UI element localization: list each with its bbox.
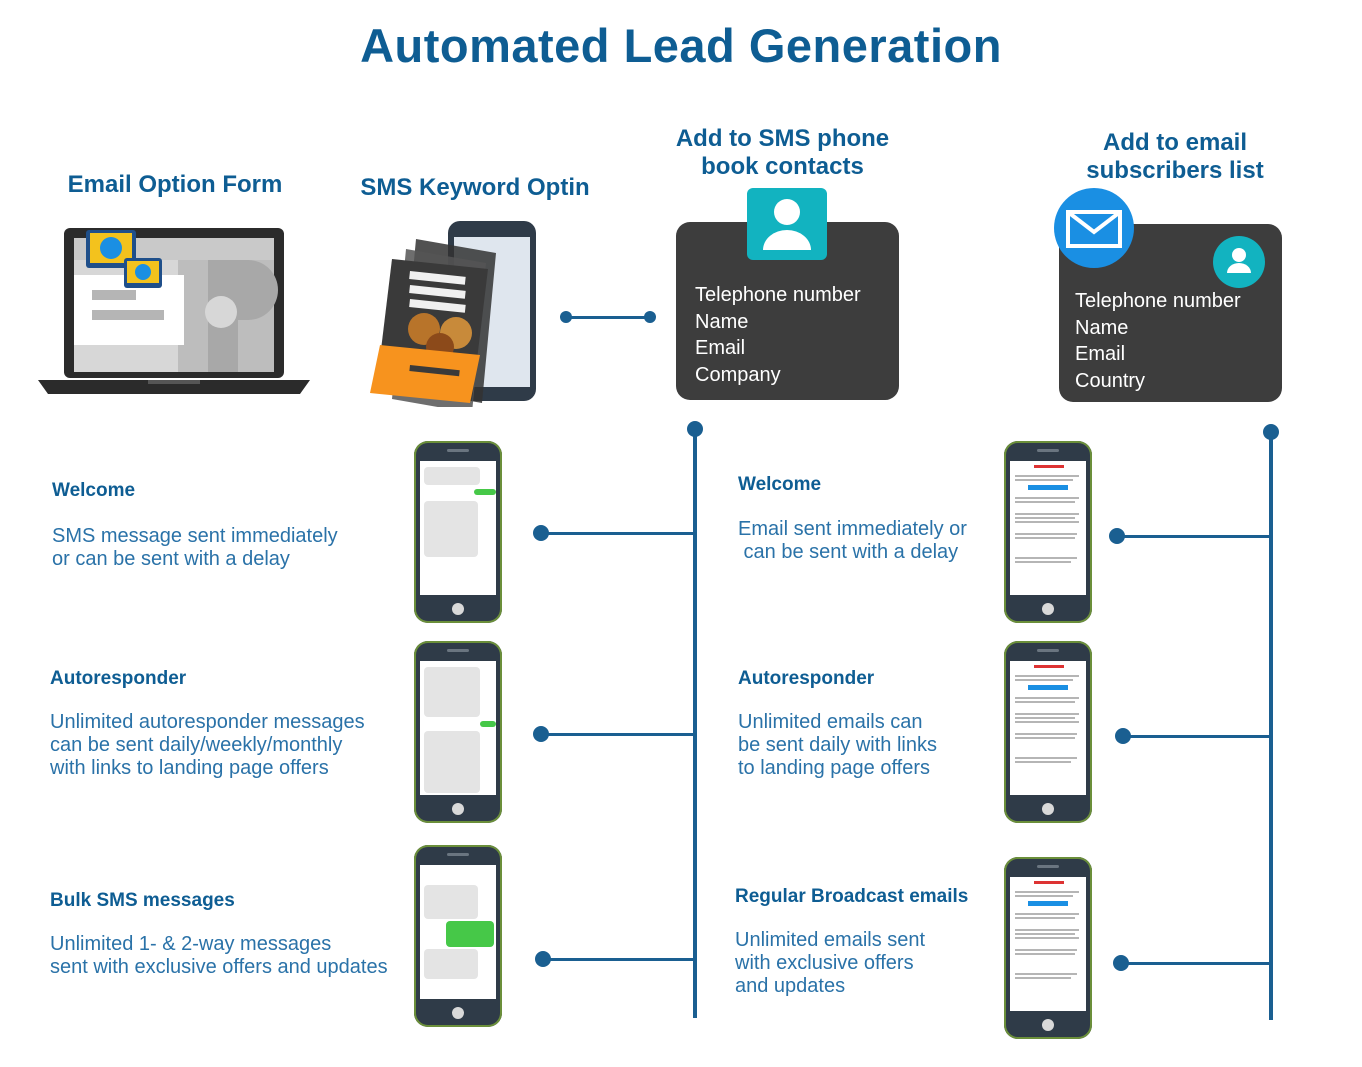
email-step-line-text: and updates	[735, 975, 846, 997]
header-sms-phonebook: Add to SMS phone book contacts	[640, 125, 925, 181]
phone-speaker	[1037, 865, 1059, 868]
email-step-line-text: Email sent immediately or	[738, 518, 967, 540]
laptop-icon	[38, 220, 310, 398]
email-step-heading: Autoresponder	[738, 668, 875, 689]
phone-home-button	[1042, 603, 1054, 615]
email-step-line	[1123, 735, 1271, 738]
connector-line	[566, 316, 654, 319]
sms-step-line-text: or can be sent with a delay	[52, 548, 290, 570]
email-step-line-text: be sent daily with links	[738, 734, 937, 756]
phone-home-button	[1042, 803, 1054, 815]
email-card-field: Email	[1075, 343, 1126, 365]
sms-step-heading: Bulk SMS messages	[50, 890, 235, 911]
sms-step-line-text: can be sent daily/weekly/monthly	[50, 734, 343, 756]
email-step-broadcast: Regular Broadcast emails Unlimited email…	[735, 886, 968, 998]
phone-home-button	[452, 1007, 464, 1019]
small-person-icon	[1213, 236, 1265, 288]
phone-screen	[1010, 461, 1086, 595]
email-step-line-text: can be sent with a delay	[738, 541, 959, 563]
email-step-line-text: to landing page offers	[738, 757, 931, 779]
phone-screen	[420, 661, 496, 795]
email-step-line	[1117, 535, 1271, 538]
phone-screen	[420, 461, 496, 595]
email-card-field: Country	[1075, 369, 1146, 392]
flyer-phone-icon	[370, 215, 542, 413]
header-email-option-form: Email Option Form	[67, 171, 283, 198]
email-step-line-text: Unlimited emails can	[738, 711, 923, 733]
sms-step-heading: Welcome	[52, 480, 136, 501]
sms-step-line-text: Unlimited 1- & 2-way messages	[50, 933, 332, 955]
email-card-field: Name	[1075, 316, 1129, 339]
sms-step-line-text: with links to landing page offers	[50, 757, 329, 779]
phone-speaker	[447, 649, 469, 652]
sms-timeline	[693, 430, 697, 1018]
sms-step-line-text: SMS message sent immediately	[52, 525, 338, 547]
phone-screen	[1010, 661, 1086, 795]
phone-speaker	[447, 449, 469, 452]
phone-home-button	[452, 603, 464, 615]
email-step-heading: Regular Broadcast emails	[735, 886, 969, 907]
connector-end-dot	[644, 311, 656, 323]
header-email-subscribers-line1: Add to email	[1102, 129, 1247, 156]
sms-phone-mockup	[414, 641, 502, 823]
email-step-heading: Welcome	[738, 474, 822, 495]
email-phone-mockup	[1004, 641, 1092, 823]
email-step-line-text: with exclusive offers	[735, 952, 914, 974]
phone-speaker	[447, 853, 469, 856]
sms-step-line	[543, 958, 695, 961]
sms-card-field: Telephone number	[695, 284, 861, 306]
email-step-autoresponder: Autoresponder Unlimited emails can be se…	[738, 668, 937, 780]
email-timeline	[1269, 432, 1273, 1020]
header-email-subscribers-line2: subscribers list	[1086, 157, 1264, 184]
sms-phone-mockup	[414, 441, 502, 623]
email-phone-mockup	[1004, 441, 1092, 623]
email-step-line-text: Unlimited emails sent	[735, 929, 926, 951]
phone-home-button	[452, 803, 464, 815]
sms-step-bulk: Bulk SMS messages Unlimited 1- & 2-way m…	[50, 890, 388, 979]
sms-step-welcome: Welcome SMS message sent immediately or …	[52, 480, 338, 571]
header-email-subscribers: Add to email subscribers list	[1040, 129, 1310, 185]
sms-step-line-text: Unlimited autoresponder messages	[50, 711, 365, 733]
sms-phone-mockup	[414, 845, 502, 1027]
sms-step-autoresponder: Autoresponder Unlimited autoresponder me…	[50, 668, 365, 780]
sms-card-field: Name	[695, 310, 749, 333]
phone-screen	[420, 865, 496, 999]
phone-home-button	[1042, 1019, 1054, 1031]
phone-screen	[1010, 877, 1086, 1011]
sms-card-field: Email	[695, 337, 746, 359]
header-sms-phonebook-line1: Add to SMS phone	[675, 125, 890, 152]
page-title: Automated Lead Generation	[360, 19, 1002, 72]
email-phone-mockup	[1004, 857, 1092, 1039]
sms-step-line	[541, 733, 695, 736]
phone-speaker	[1037, 649, 1059, 652]
sms-step-line-text: sent with exclusive offers and updates	[50, 956, 388, 978]
contact-person-icon	[747, 188, 827, 260]
header-sms-keyword-optin: SMS Keyword Optin	[360, 174, 590, 201]
email-step-welcome: Welcome Email sent immediately or can be…	[738, 474, 967, 564]
sms-timeline-dot	[687, 421, 703, 437]
email-step-line	[1121, 962, 1271, 965]
email-card-field: Telephone number	[1075, 290, 1241, 312]
envelope-icon	[1054, 188, 1134, 268]
header-sms-phonebook-line2: book contacts	[701, 153, 864, 180]
sms-card-field: Company	[695, 363, 781, 386]
phone-speaker	[1037, 449, 1059, 452]
sms-step-heading: Autoresponder	[50, 668, 187, 689]
sms-step-line	[541, 532, 695, 535]
